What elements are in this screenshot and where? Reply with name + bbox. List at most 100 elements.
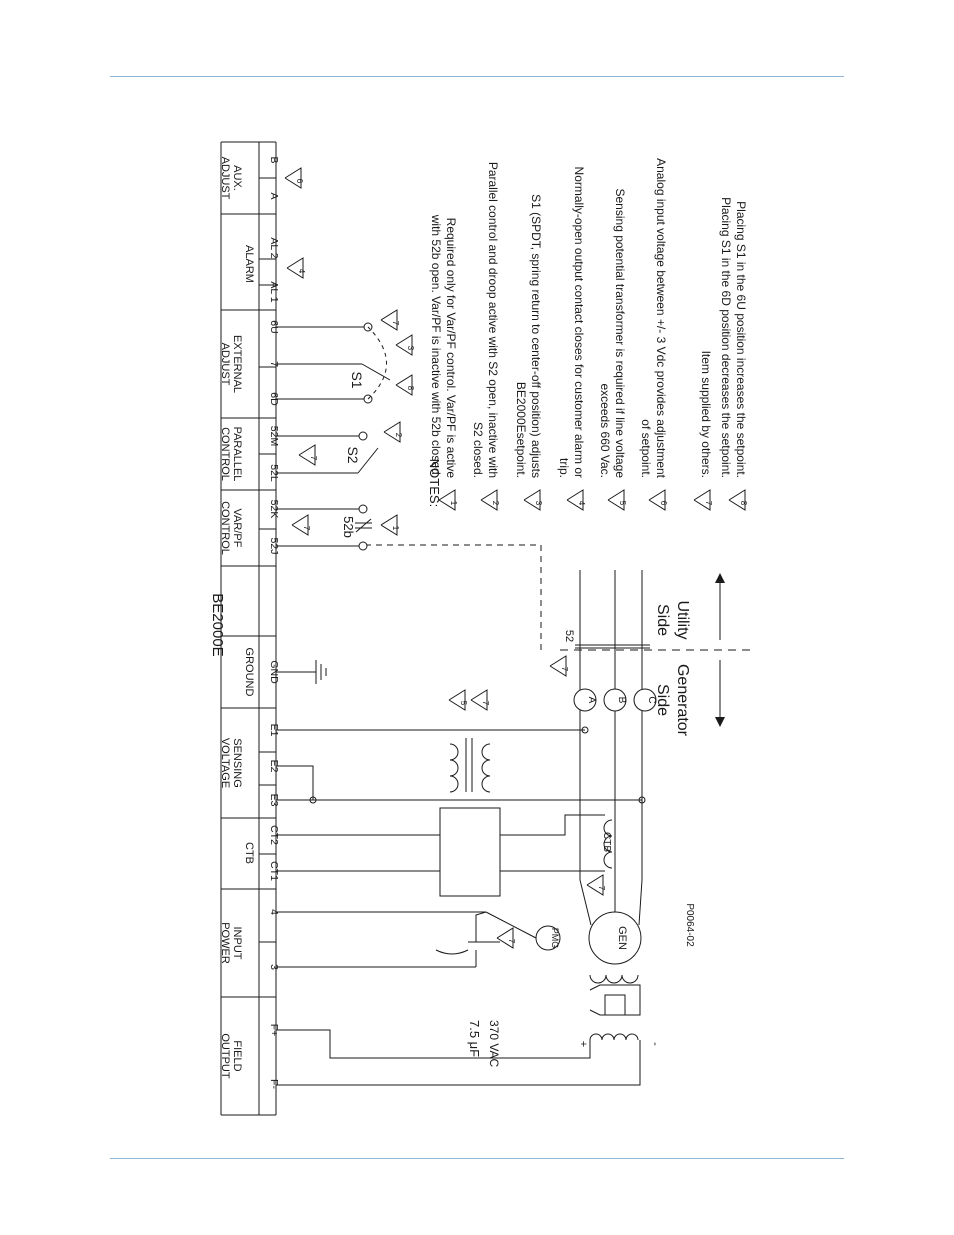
- terminal-8-2: 6U: [268, 320, 280, 333]
- terminal-3-1: E2: [268, 760, 280, 773]
- field-coil-turn: [613, 1033, 627, 1041]
- field-coil-turn: [625, 1033, 639, 1041]
- note-5-text: Sensing potential transformer is require…: [598, 189, 627, 479]
- figure-id: P0064-02: [684, 903, 695, 947]
- rectifier-box: [589, 984, 641, 1016]
- note-7-marker: [693, 489, 711, 511]
- note-2-text: Parallel control and droop active with S…: [471, 162, 500, 478]
- junction-phase-a: [581, 726, 589, 734]
- exciter-coil-turn: [605, 974, 623, 984]
- pmg-circle: [535, 925, 561, 951]
- footer-rule: [110, 1158, 844, 1159]
- note-3-text: S1 (SPDT, spring return to center-off po…: [514, 194, 543, 478]
- note-6-text: Analog input voltage between +/- 3 Vdc p…: [639, 158, 668, 479]
- note-marker-breaker: [549, 655, 567, 677]
- note-4-text: Normally-open output contact closes for …: [557, 167, 586, 478]
- phase-a-label: A: [586, 697, 597, 704]
- note-1-marker-num: 1: [449, 501, 458, 506]
- note-marker-ctb-num: 7: [597, 886, 606, 891]
- pmg-label: PMG: [550, 928, 560, 949]
- note-marker-pt-5-num: 5: [459, 701, 468, 706]
- terminal-8-1: 7: [268, 361, 280, 367]
- note-marker-breaker-num: 7: [560, 667, 569, 672]
- note-marker-varpf-1-num: 1: [391, 526, 400, 531]
- pt-coil-bottom-turn: [481, 775, 491, 793]
- terminal-3-2: E1: [268, 724, 280, 737]
- group-label-8: EXTERNALADJUST: [219, 335, 243, 393]
- ctb-coil-turn: [603, 835, 613, 853]
- pt-coil-top-turn: [449, 775, 459, 793]
- terminal-0-0: F-: [268, 1079, 280, 1089]
- note-2-marker: [480, 489, 498, 511]
- switch-s2-term: [358, 431, 368, 441]
- breaker-label: 52: [563, 630, 575, 642]
- note-marker-pmg-num: 7: [507, 939, 516, 944]
- terminal-7-1: 52M: [268, 426, 280, 446]
- phase-c-label: C: [646, 696, 657, 703]
- ctb-label: CTB: [601, 832, 612, 852]
- terminal-10-0: A: [268, 192, 280, 199]
- wire-pmg-lead: [485, 911, 537, 939]
- contact-52b-term-2: [358, 504, 368, 514]
- phase-c-circle: [633, 688, 657, 712]
- note-marker-s1-3: [395, 334, 413, 356]
- terminal-2-1: CT2: [268, 825, 280, 845]
- terminal-8-0: 6D: [268, 392, 280, 406]
- note-1-marker: [438, 489, 456, 511]
- rotated-diagram: FIELDOUTPUTF-F+INPUTPOWER34CTBCT1CT2SENS…: [209, 141, 750, 1116]
- wire-phase-a: [579, 700, 592, 926]
- generator-label: GEN: [616, 926, 628, 950]
- contact-52b-slash: [355, 518, 372, 533]
- rectifier-diode-box: [604, 994, 626, 1016]
- note-8-marker-num: 8: [739, 501, 748, 506]
- wire-ct2: [276, 814, 605, 836]
- wire-cap-b: [475, 911, 487, 942]
- note-marker-varpf-7: [291, 514, 309, 536]
- terminal-9-0: AL 1: [268, 281, 280, 302]
- note-marker-pt-7-num: 7: [481, 701, 490, 706]
- note-8-text: Placing S1 in the 6U position increases …: [719, 197, 748, 478]
- pt-coil-bottom-turn: [481, 743, 491, 761]
- terminal-6-1: 52K: [268, 500, 280, 519]
- note-marker-alarm: [286, 257, 304, 279]
- capacitor-voltage: 370 VAC: [487, 1020, 501, 1067]
- note-7-marker-num: 7: [704, 501, 713, 506]
- switch-s2-blade: [357, 447, 379, 474]
- note-7-text: Item supplied by others.: [699, 351, 713, 478]
- terminal-6-0: 52J: [268, 538, 280, 555]
- group-label-7: PARALLELCONTROL: [219, 427, 243, 482]
- exciter-coil-turn: [589, 974, 607, 984]
- phase-a-circle: [573, 688, 597, 712]
- group-label-4: GROUND: [243, 648, 255, 697]
- ctb-coil-turn: [603, 851, 613, 869]
- generator-circle: [588, 911, 642, 965]
- note-marker-pt-5: [448, 689, 466, 711]
- note-marker-parallel-2: [383, 421, 401, 443]
- group-label-0: FIELDOUTPUT: [219, 1033, 243, 1079]
- utility-side-label: UtilitySide: [654, 600, 691, 639]
- note-marker-parallel-7: [298, 444, 316, 466]
- note-marker-aux-num: 6: [295, 179, 304, 184]
- wire-e2: [276, 765, 314, 800]
- field-minus: -: [649, 1042, 661, 1046]
- group-label-3: SENSINGVOLTAGE: [219, 738, 243, 788]
- generator-side-label: GeneratorSide: [654, 664, 691, 737]
- wire-field-neg: [276, 1040, 641, 1086]
- field-coil-turn: [589, 1033, 603, 1041]
- note-4-marker: [566, 489, 584, 511]
- contact-52b-term-1: [358, 541, 368, 551]
- terminal-4-0: GND: [268, 660, 280, 684]
- field-coil-turn: [601, 1033, 615, 1041]
- note-marker-alarm-num: 4: [297, 269, 306, 274]
- notes-heading: NOTES:: [427, 459, 442, 507]
- note-8-marker: [728, 489, 746, 511]
- terminal-2-0: CT1: [268, 861, 280, 881]
- terminal-1-0: 3: [268, 964, 280, 970]
- note-marker-parallel-7-num: 7: [309, 456, 318, 461]
- note-marker-parallel-2-num: 2: [394, 433, 403, 438]
- switch-s1-arc: [367, 326, 387, 400]
- note-2-marker-num: 2: [491, 501, 500, 506]
- terminal-3-0: E3: [268, 794, 280, 807]
